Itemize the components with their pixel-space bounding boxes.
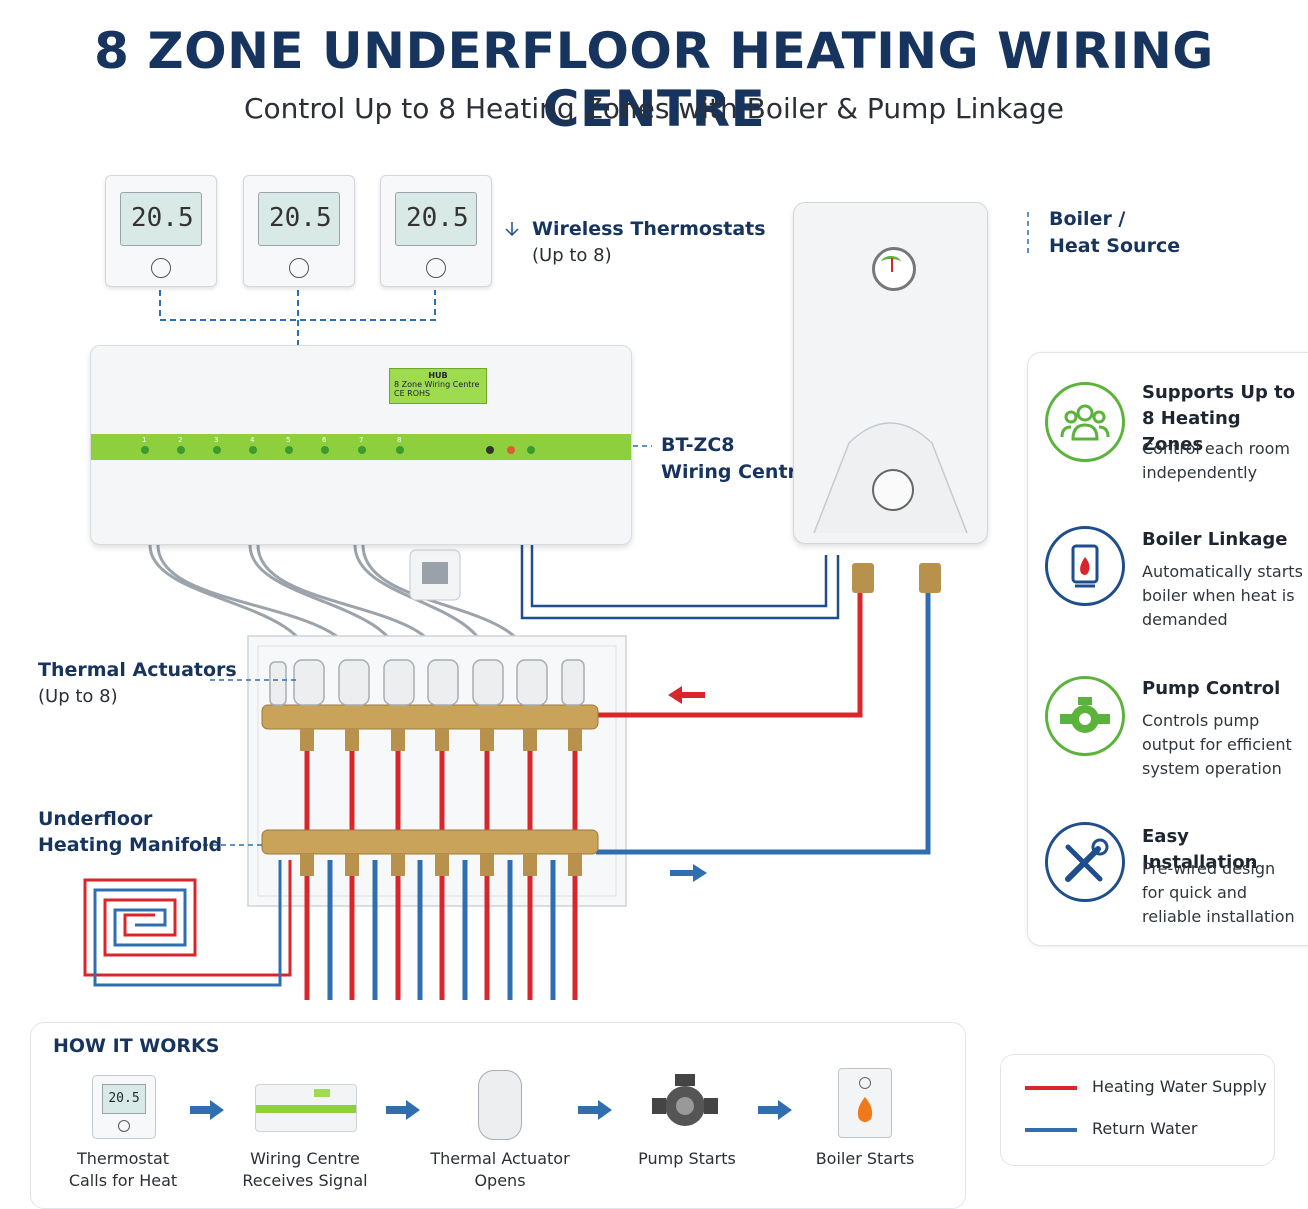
actuator-icon bbox=[478, 1070, 522, 1140]
legend-supply-swatch bbox=[1025, 1086, 1077, 1090]
hub-zone-number-7: 7 bbox=[359, 436, 364, 444]
wiring-centre-hub: HUB 8 Zone Wiring Centre CE ROHS 1 2 3 4 5 6 7… bbox=[90, 345, 632, 545]
thermostat-icon: 20.5 bbox=[92, 1075, 156, 1139]
hub-zone-number-2: 2 bbox=[178, 436, 183, 444]
boiler-unit bbox=[793, 202, 988, 593]
feature-3-title: Pump Control bbox=[1142, 678, 1281, 699]
hub-label-plate: HUB 8 Zone Wiring Centre CE ROHS bbox=[389, 368, 487, 404]
wiring-centre-icon bbox=[255, 1084, 357, 1132]
thermostat-screen: 20.5 bbox=[258, 192, 340, 246]
pipe-legend bbox=[1000, 1054, 1275, 1166]
feature-1-title: Supports Up to 8 Heating Zones bbox=[1142, 382, 1296, 455]
step-4-label: Pump Starts bbox=[638, 1149, 736, 1168]
hub-zone-number-5: 5 bbox=[286, 436, 291, 444]
feature-4-title: Easy Installation bbox=[1142, 826, 1258, 873]
hub-model-label: BT-ZC8 bbox=[661, 434, 735, 456]
wireless-thermostat-1: 20.5 bbox=[105, 175, 217, 287]
pump-icon bbox=[1045, 676, 1125, 756]
hub-led-pump bbox=[527, 446, 535, 454]
boiler-dial-icon bbox=[872, 469, 914, 511]
tools-icon bbox=[1045, 822, 1125, 902]
how-it-works-title: HOW IT WORKS bbox=[53, 1035, 220, 1057]
thermostat-screen: 20.5 bbox=[120, 192, 202, 246]
hub-zone-led-6 bbox=[321, 446, 329, 454]
actuators-label: Thermal Actuators bbox=[38, 659, 237, 681]
boiler-outlet-fitting bbox=[852, 563, 874, 593]
step-1-label: Thermostat Calls for Heat bbox=[68, 1149, 178, 1190]
hub-zone-led-2 bbox=[177, 446, 185, 454]
feature-4-text: Pre-wired design for quick and reliable … bbox=[1142, 859, 1295, 926]
hub-zone-led-1 bbox=[141, 446, 149, 454]
legend-return-label: Return Water bbox=[1092, 1119, 1198, 1138]
thermostat-button bbox=[426, 258, 446, 278]
boiler-inlet-fitting bbox=[919, 563, 941, 593]
hub-name-label: Wiring Centre bbox=[661, 461, 810, 483]
feature-3-text: Controls pump output for efficient syste… bbox=[1142, 711, 1292, 778]
thermostats-label: Wireless Thermostats bbox=[532, 218, 766, 240]
hub-led-power bbox=[486, 446, 494, 454]
pump-icon bbox=[652, 1074, 718, 1126]
feature-1-text: Control each room independently bbox=[1142, 439, 1290, 482]
thermostat-button bbox=[289, 258, 309, 278]
manifold-label-line2: Heating Manifold bbox=[38, 834, 223, 856]
thermostat-button bbox=[151, 258, 171, 278]
wireless-thermostat-2: 20.5 bbox=[243, 175, 355, 287]
hub-zone-number-3: 3 bbox=[214, 436, 219, 444]
hub-zone-led-7 bbox=[358, 446, 366, 454]
legend-supply-label: Heating Water Supply bbox=[1092, 1077, 1267, 1096]
page-subtitle: Control Up to 8 Heating Zones with Boile… bbox=[243, 92, 1065, 125]
hub-zone-led-5 bbox=[285, 446, 293, 454]
step-5-label: Boiler Starts bbox=[815, 1149, 915, 1168]
feature-2-text: Automatically starts boiler when heat is… bbox=[1142, 562, 1303, 629]
actuators-sublabel: (Up to 8) bbox=[38, 686, 118, 707]
manifold-label-line1: Underfloor bbox=[38, 808, 153, 830]
feature-2-title: Boiler Linkage bbox=[1142, 529, 1288, 550]
hub-zone-led-3 bbox=[213, 446, 221, 454]
boiler-icon bbox=[838, 1068, 892, 1138]
hub-zone-number-6: 6 bbox=[322, 436, 327, 444]
hub-zone-number-4: 4 bbox=[250, 436, 255, 444]
thermostats-sublabel: (Up to 8) bbox=[532, 245, 612, 266]
step-2-label: Wiring Centre Receives Signal bbox=[242, 1149, 368, 1190]
boiler-label-line1: Boiler / bbox=[1049, 208, 1126, 230]
boiler-label-line2: Heat Source bbox=[1049, 235, 1181, 257]
page-title: 8 ZONE UNDERFLOOR HEATING WIRING CENTRE bbox=[94, 22, 1214, 138]
hub-zone-number-8: 8 bbox=[397, 436, 402, 444]
hub-zone-led-8 bbox=[396, 446, 404, 454]
hub-zone-number-1: 1 bbox=[142, 436, 147, 444]
legend-return-swatch bbox=[1025, 1128, 1077, 1132]
people-group-icon bbox=[1045, 382, 1125, 462]
hub-led-alarm bbox=[507, 446, 515, 454]
wireless-thermostat-3: 20.5 bbox=[380, 175, 492, 287]
thermostat-screen: 20.5 bbox=[395, 192, 477, 246]
step-3-label: Thermal Actuator Opens bbox=[430, 1149, 570, 1190]
hub-zone-led-4 bbox=[249, 446, 257, 454]
boiler-flame-icon bbox=[1045, 526, 1125, 606]
pressure-gauge-icon bbox=[872, 247, 916, 291]
